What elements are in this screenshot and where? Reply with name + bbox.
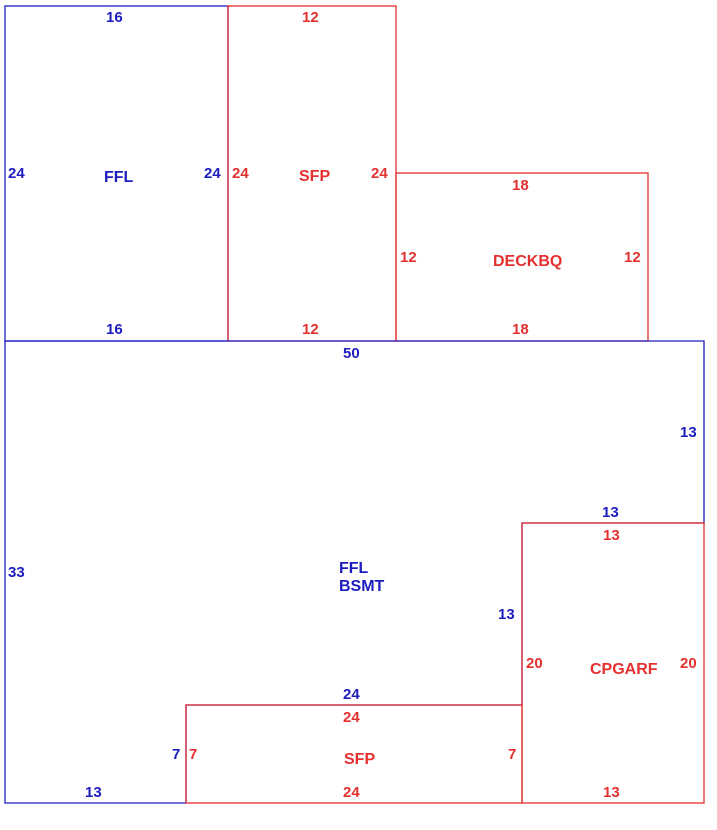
ffl-bsmt-label-line1: FFL	[339, 560, 369, 577]
sfp-top-dim-left: 24	[232, 165, 249, 182]
sfp-bottom-dim-right: 7	[508, 746, 516, 763]
sfp-bottom-outline	[185, 704, 523, 804]
deckbq-dim-right: 12	[624, 249, 641, 266]
deckbq-dim-bottom: 18	[512, 321, 529, 338]
ffl-top-dim-left: 24	[8, 165, 25, 182]
ffl-top-dim-right: 24	[204, 165, 221, 182]
cpgarf-dim-right: 20	[680, 655, 697, 672]
cpgarf-dim-top: 13	[603, 527, 620, 544]
ffl-bsmt-label-line2: BSMT	[339, 578, 385, 595]
ffl-top-label: FFL	[104, 169, 134, 186]
sfp-top-dim-top: 12	[302, 9, 319, 26]
cpgarf-outline	[521, 522, 705, 804]
ffl-bsmt-dim-bottom-mid: 24	[343, 686, 360, 703]
cpgarf-label: CPGARF	[590, 661, 658, 678]
sfp-top-label: SFP	[299, 168, 330, 185]
ffl-top-dim-bottom: 16	[106, 321, 123, 338]
ffl-bsmt-dim-notch-top: 13	[602, 504, 619, 521]
deckbq-label: DECKBQ	[493, 253, 562, 270]
ffl-bsmt-dim-notch-side: 13	[498, 606, 515, 623]
cpgarf-dim-left: 20	[526, 655, 543, 672]
sfp-bottom-dim-top: 24	[343, 709, 360, 726]
ffl-bsmt-dim-bottom-left: 13	[85, 784, 102, 801]
ffl-bsmt-dim-top: 50	[343, 345, 360, 362]
sfp-bottom-dim-left: 7	[189, 746, 197, 763]
deckbq-dim-left: 12	[400, 249, 417, 266]
ffl-bsmt-dim-left: 33	[8, 564, 25, 581]
sfp-bottom-label: SFP	[344, 751, 375, 768]
deckbq-dim-top: 18	[512, 177, 529, 194]
sfp-top-dim-bottom: 12	[302, 321, 319, 338]
ffl-top-dim-top: 16	[106, 9, 123, 26]
ffl-bsmt-dim-right-upper: 13	[680, 424, 697, 441]
cpgarf-dim-bottom: 13	[603, 784, 620, 801]
sfp-bottom-dim-bottom: 24	[343, 784, 360, 801]
sfp-top-dim-right: 24	[371, 165, 388, 182]
ffl-bsmt-dim-step: 7	[172, 746, 180, 763]
